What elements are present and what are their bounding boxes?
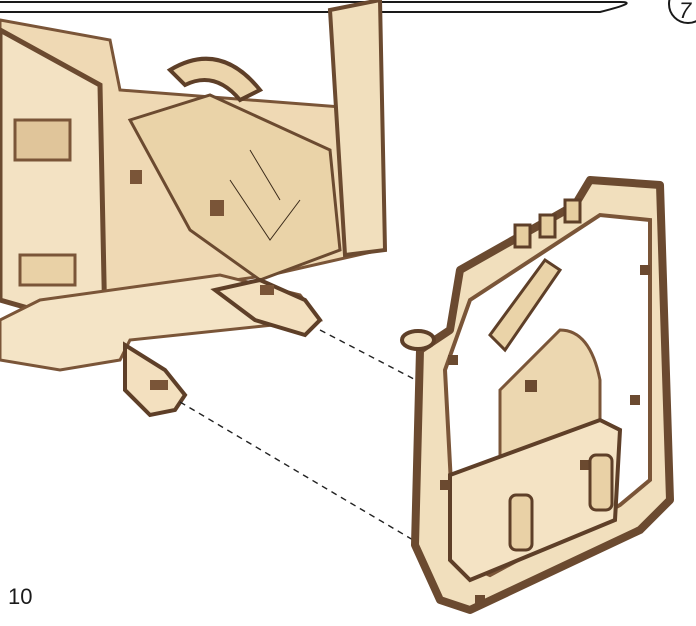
wooden-front-frame	[402, 180, 670, 610]
callout-box-outline	[0, 2, 627, 12]
dashed-alignment-lines	[180, 330, 435, 550]
step-number: 7	[679, 0, 691, 24]
wooden-model-body	[0, 0, 385, 415]
page-number: 10	[8, 586, 32, 608]
